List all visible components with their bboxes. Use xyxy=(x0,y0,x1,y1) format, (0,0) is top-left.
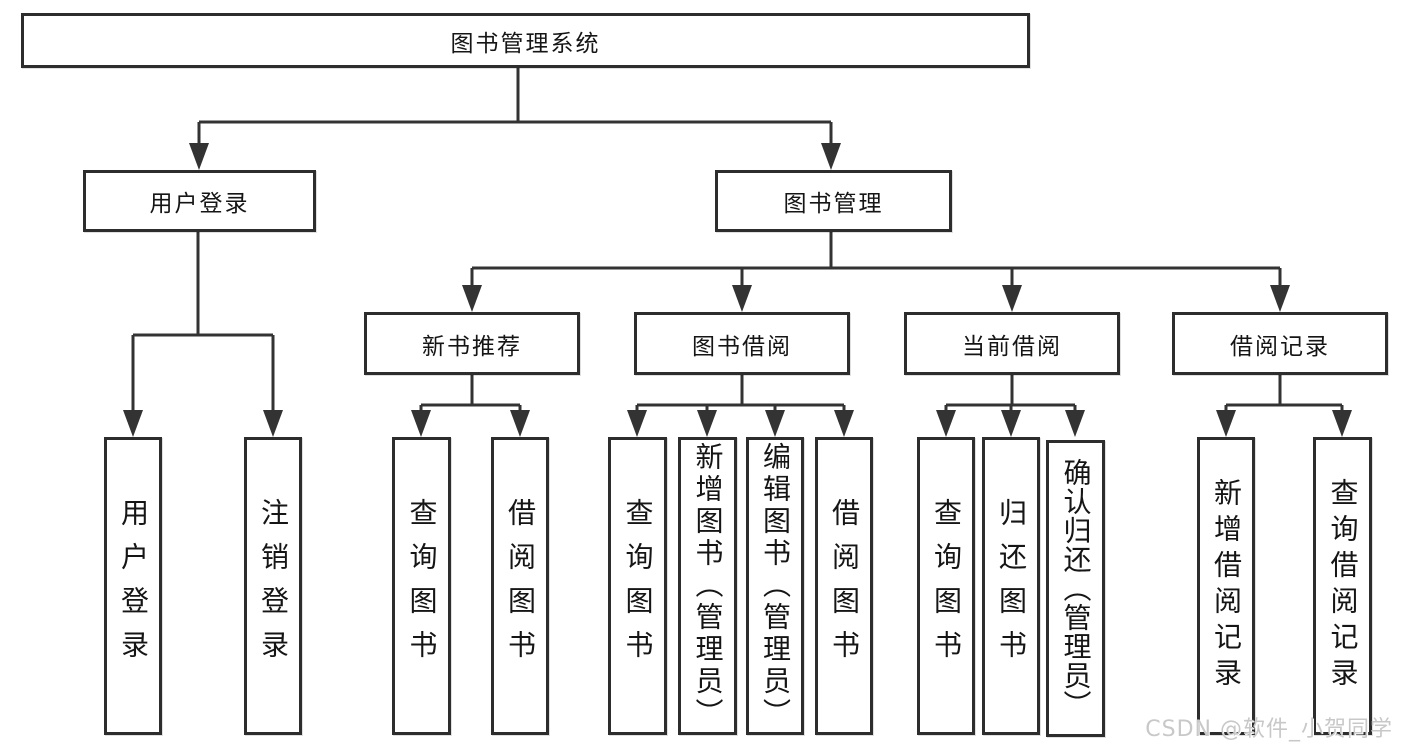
node-borrow-records: 借阅记录 xyxy=(1172,312,1388,375)
node-borrow-records-label: 借阅记录 xyxy=(1230,333,1330,360)
node-user-login-label: 用户登录 xyxy=(149,191,250,217)
node-book-borrow: 图书借阅 xyxy=(634,312,850,375)
leaf-add-books-admin-label: 新增图书（管理员） xyxy=(691,442,725,730)
leaf-return-books-label: 归还图书 xyxy=(995,498,1028,674)
leaf-current-query-books-label: 查询图书 xyxy=(930,498,963,674)
leaf-borrow-query-books-label: 查询图书 xyxy=(621,498,655,674)
leaf-user-login: 用户登录 xyxy=(104,437,162,735)
leaf-add-borrow-record: 新增借阅记录 xyxy=(1197,437,1255,735)
leaf-confirm-return-admin-label: 确认归还（管理员） xyxy=(1059,458,1093,719)
node-root-label: 图书管理系统 xyxy=(450,30,601,57)
node-root: 图书管理系统 xyxy=(21,13,1030,68)
leaf-edit-books-admin: 编辑图书（管理员） xyxy=(746,437,804,735)
node-user-login: 用户登录 xyxy=(83,170,316,232)
leaf-add-borrow-record-label: 新增借阅记录 xyxy=(1210,478,1243,694)
leaf-borrow-books-label: 借阅图书 xyxy=(828,498,861,674)
leaf-recommend-borrow-books: 借阅图书 xyxy=(491,437,549,735)
leaf-user-login-label: 用户登录 xyxy=(117,498,150,674)
node-book-management: 图书管理 xyxy=(715,170,952,232)
leaf-query-borrow-record-label: 查询借阅记录 xyxy=(1326,478,1360,694)
leaf-confirm-return-admin: 确认归还（管理员） xyxy=(1046,440,1105,737)
node-new-book-recommend: 新书推荐 xyxy=(364,312,580,375)
leaf-borrow-query-books: 查询图书 xyxy=(608,437,667,735)
leaf-current-query-books: 查询图书 xyxy=(917,437,975,735)
leaf-edit-books-admin-label: 编辑图书（管理员） xyxy=(759,442,792,730)
node-book-borrow-label: 图书借阅 xyxy=(692,333,792,360)
leaf-recommend-query-books: 查询图书 xyxy=(392,437,451,735)
node-new-book-recommend-label: 新书推荐 xyxy=(422,333,522,360)
leaf-logout: 注销登录 xyxy=(244,437,302,735)
leaf-recommend-borrow-books-label: 借阅图书 xyxy=(504,498,537,674)
leaf-logout-label: 注销登录 xyxy=(257,498,290,674)
watermark: CSDN @软件_小贺同学 xyxy=(1145,717,1393,742)
node-current-borrow: 当前借阅 xyxy=(904,312,1120,375)
leaf-borrow-books: 借阅图书 xyxy=(815,437,873,735)
leaf-query-borrow-record: 查询借阅记录 xyxy=(1313,437,1372,735)
node-current-borrow-label: 当前借阅 xyxy=(962,333,1062,360)
leaf-add-books-admin: 新增图书（管理员） xyxy=(678,437,737,735)
leaf-return-books: 归还图书 xyxy=(982,437,1040,735)
node-book-management-label: 图书管理 xyxy=(783,191,884,217)
leaf-recommend-query-books-label: 查询图书 xyxy=(405,498,439,674)
